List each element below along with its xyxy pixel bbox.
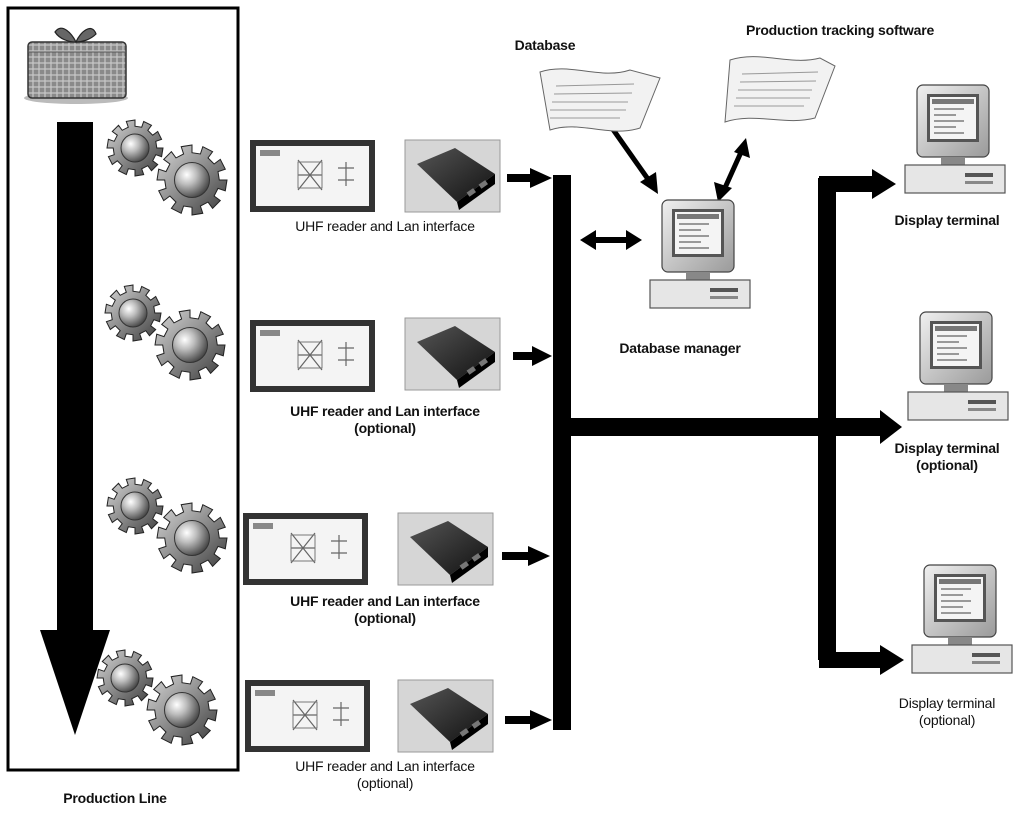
software-manager-double-arrow	[714, 138, 750, 202]
reader-label-4: UHF reader and Lan interface (optional)	[240, 758, 530, 792]
reader-label-1: UHF reader and Lan interface	[240, 218, 530, 235]
lan-interface-icon	[404, 139, 501, 213]
database-manager-label: Database manager	[619, 340, 741, 356]
gear-icon	[146, 674, 218, 746]
uhf-reader-icon	[250, 140, 375, 212]
gear-icon	[106, 477, 164, 535]
network-bus	[553, 175, 571, 730]
reader-label-2-line1: UHF reader and Lan interface	[290, 403, 480, 419]
display-terminal-icon	[911, 564, 1013, 674]
terminal-label-3-line2: (optional)	[918, 712, 976, 728]
reader-label-4-line1: UHF reader and Lan interface	[295, 758, 475, 774]
gear-icon	[104, 284, 162, 342]
reader-label-3-line2: (optional)	[354, 610, 416, 626]
uhf-reader-icon	[245, 680, 370, 752]
package-icon	[24, 27, 128, 104]
terminal-label-2: Display terminal (optional)	[872, 440, 1022, 474]
production-line-label: Production Line	[63, 790, 167, 806]
gear-icon	[106, 119, 164, 177]
database-document-icon	[539, 68, 661, 132]
gear-pair-icon	[106, 477, 228, 574]
terminal-label-1-line1: Display terminal	[894, 212, 1000, 228]
production-line-frame	[6, 6, 240, 772]
reader-label-3-line1: UHF reader and Lan interface	[290, 593, 480, 609]
terminal-label-2-line1: Display terminal	[894, 440, 1000, 456]
uhf-reader-icon	[243, 513, 368, 585]
tracking-software-label: Production tracking software	[745, 22, 935, 38]
reader-to-bus-arrows	[502, 168, 552, 730]
reader-label-4-line2: (optional)	[356, 775, 414, 791]
database-label: Database	[514, 37, 576, 53]
display-terminal-icon	[907, 311, 1009, 421]
gear-pair-icon	[96, 649, 218, 746]
lan-interface-icon	[397, 512, 494, 586]
terminal-label-1: Display terminal	[872, 212, 1022, 229]
gear-pair-icon	[106, 119, 228, 216]
terminal-distribution	[571, 169, 904, 675]
gear-icon	[154, 309, 226, 381]
gear-pair-icon	[104, 284, 226, 381]
production-flow-arrow	[40, 122, 110, 735]
gear-icon	[156, 144, 228, 216]
database-to-manager-arrow	[609, 126, 658, 194]
reader-label-1-line1: UHF reader and Lan interface	[295, 218, 475, 234]
terminal-label-3: Display terminal (optional)	[872, 695, 1022, 729]
gear-icon	[156, 502, 228, 574]
display-terminal-icon	[904, 84, 1006, 194]
reader-label-3: UHF reader and Lan interface (optional)	[240, 593, 530, 627]
terminal-label-3-line1: Display terminal	[898, 695, 996, 711]
database-manager-computer-icon	[649, 199, 751, 309]
reader-label-2-line2: (optional)	[354, 420, 416, 436]
gear-icon	[96, 649, 154, 707]
reader-label-2: UHF reader and Lan interface (optional)	[240, 403, 530, 437]
bus-manager-double-arrow	[580, 230, 642, 250]
tracking-software-document-icon	[724, 56, 836, 123]
terminal-label-2-line2: (optional)	[916, 457, 978, 473]
lan-interface-icon	[404, 317, 501, 391]
lan-interface-icon	[397, 679, 494, 753]
uhf-reader-icon	[250, 320, 375, 392]
